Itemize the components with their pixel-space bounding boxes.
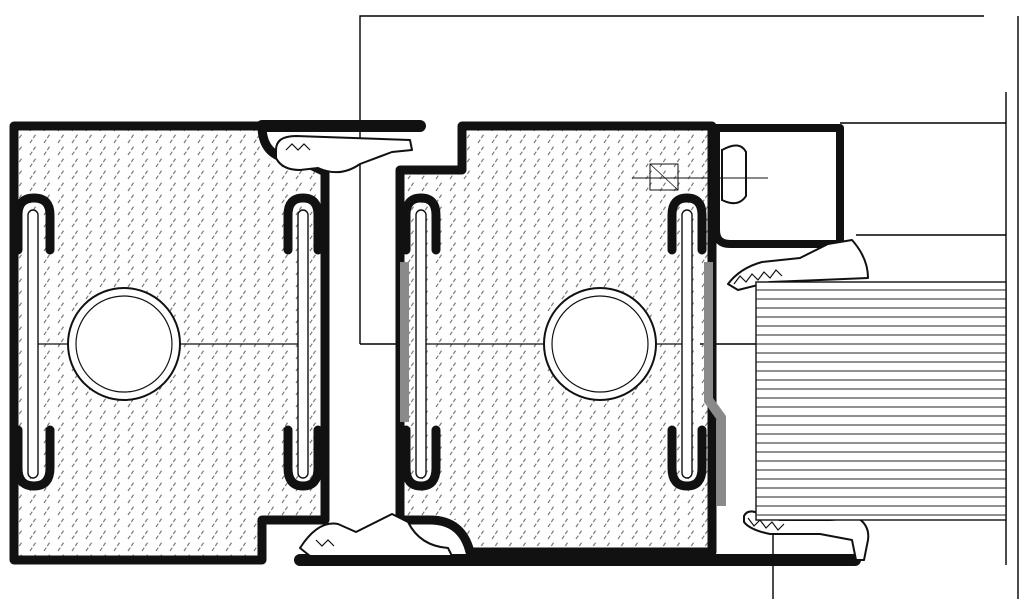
seal-teeth [285, 143, 785, 547]
right-frame-outline [395, 121, 717, 557]
glass-top-seal [727, 239, 869, 291]
grey-strip-left [400, 262, 409, 422]
right-rails [415, 209, 693, 479]
bottom-seal [299, 513, 453, 557]
glass-bottom-seal [743, 510, 870, 561]
glass-pane [755, 281, 1007, 521]
grey-strip-right [704, 262, 726, 506]
left-frame-profile [9, 120, 426, 565]
seal-gaskets [275, 135, 870, 561]
right-clip-channels [401, 193, 707, 491]
glazing-bead [632, 124, 844, 248]
right-frame-profile [294, 121, 861, 566]
left-clip-channels [13, 193, 323, 491]
left-rails [27, 209, 309, 479]
top-seal [275, 135, 413, 174]
